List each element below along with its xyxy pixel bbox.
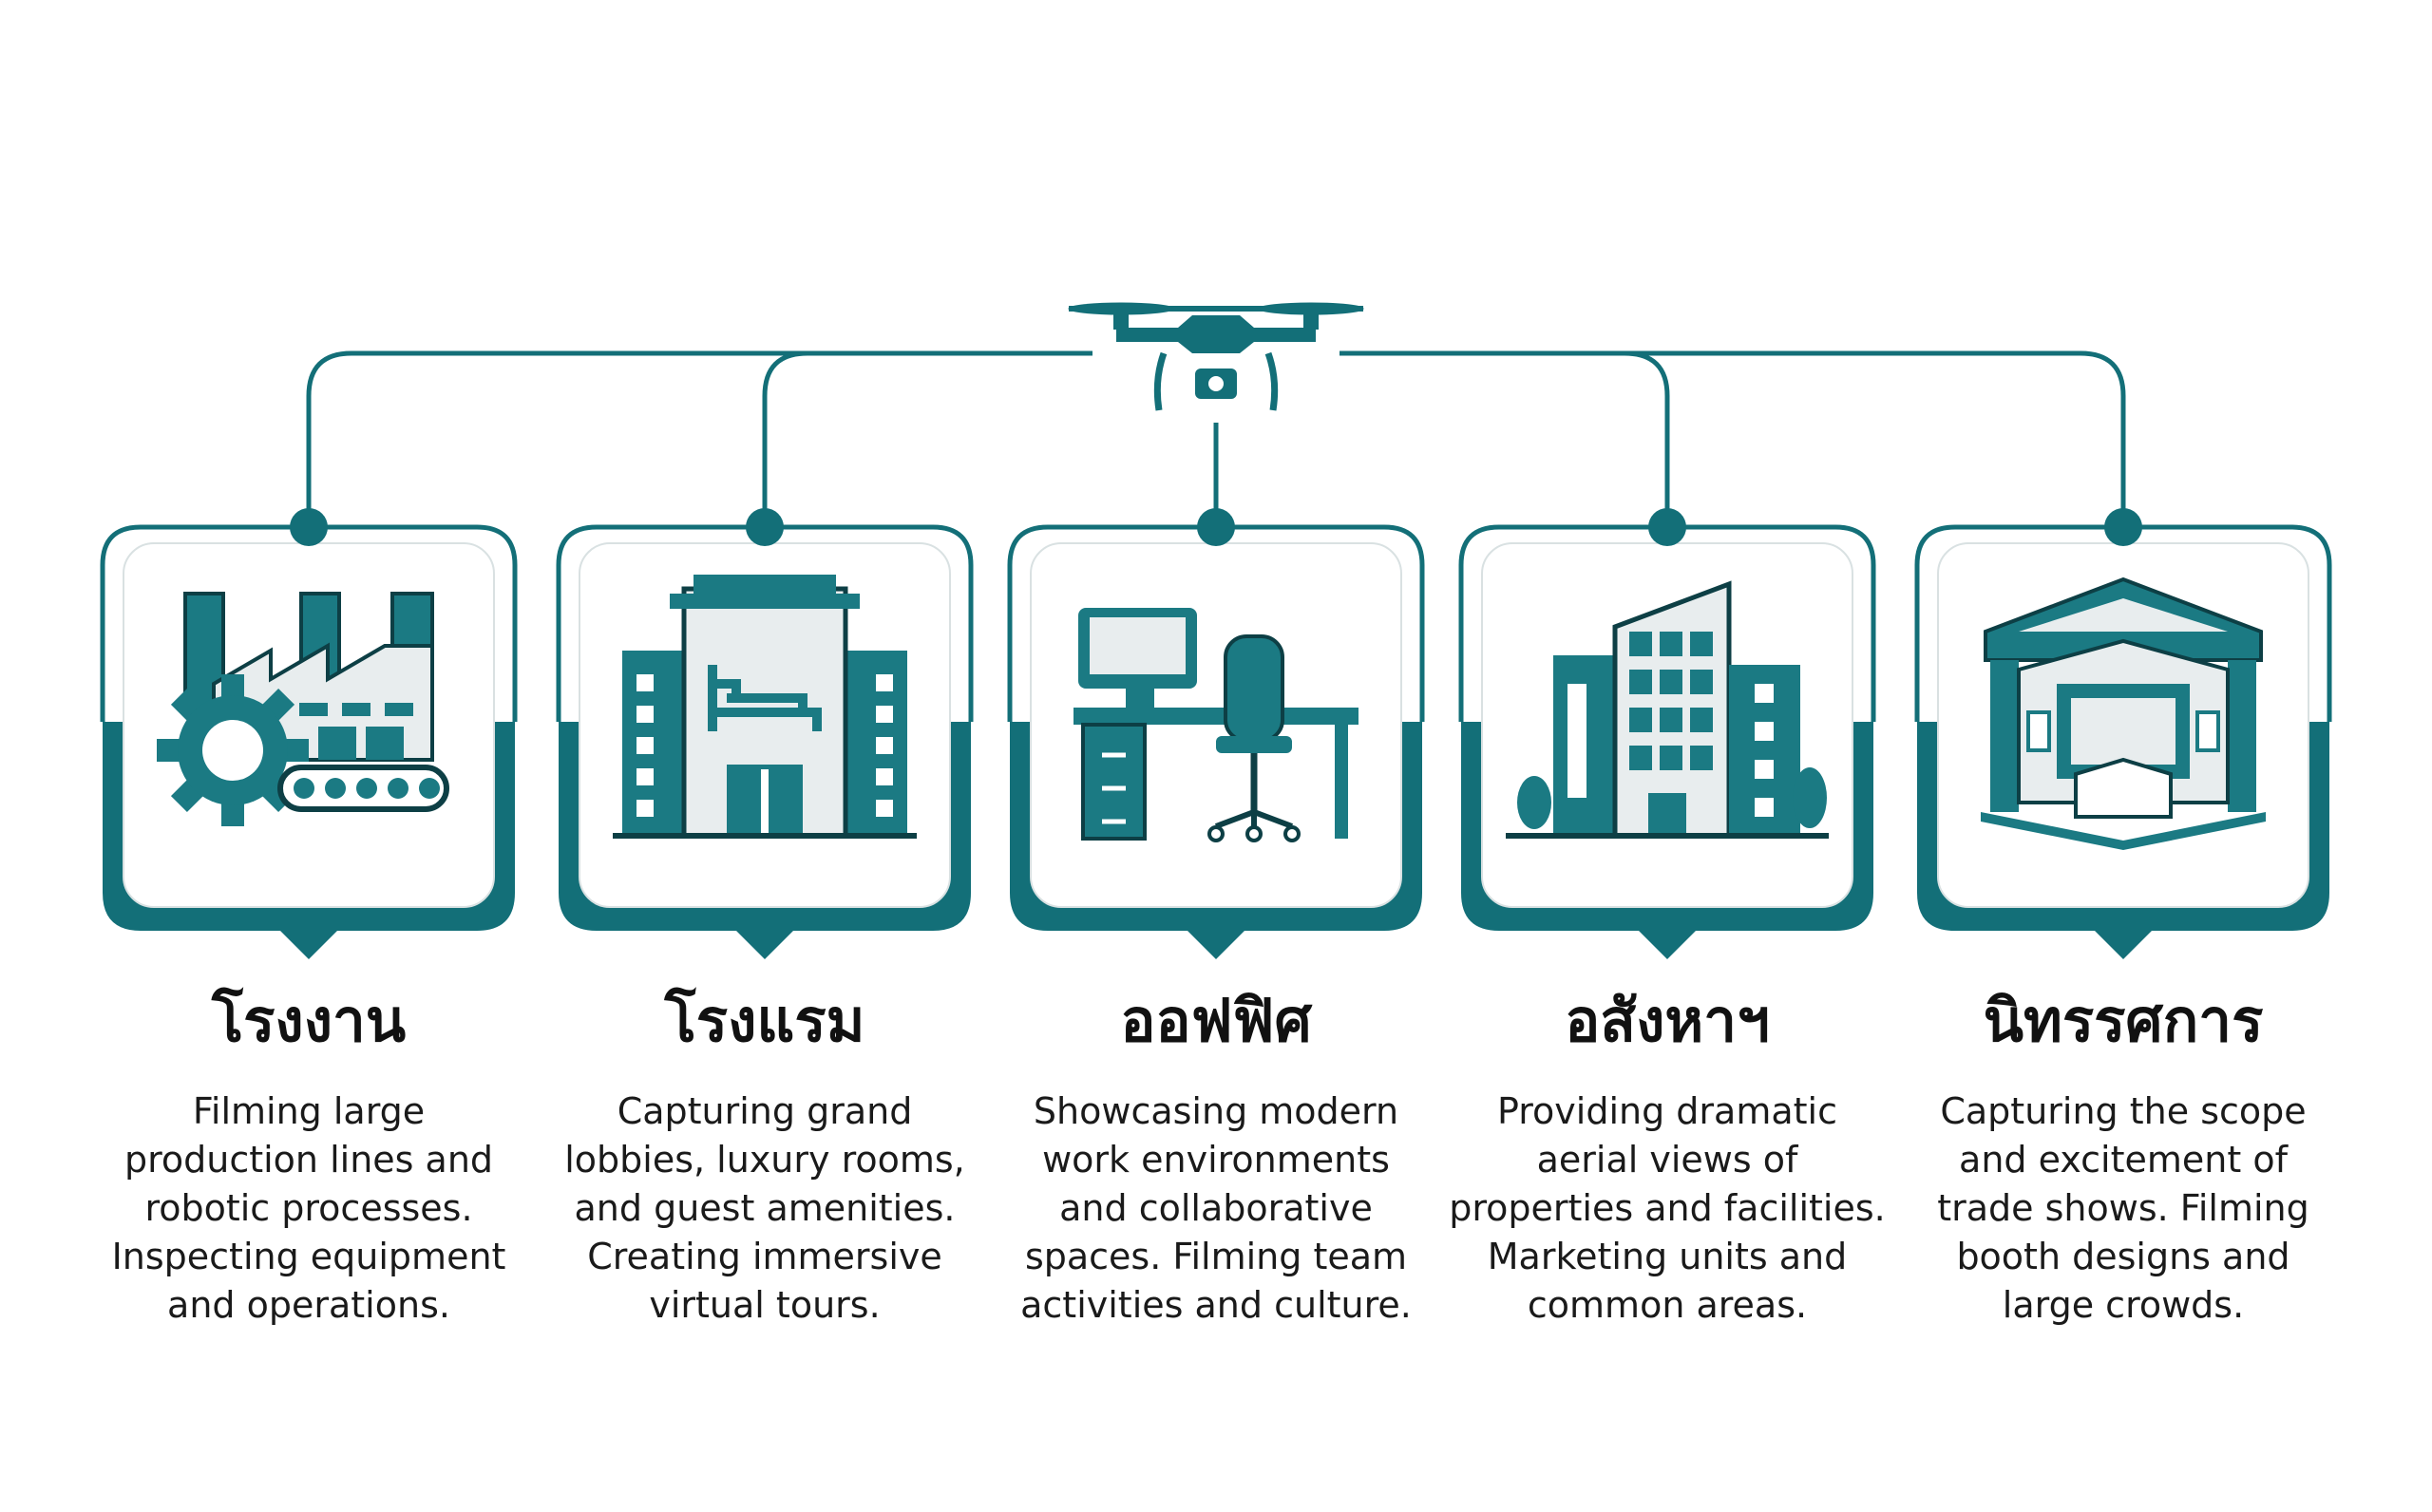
card-title: โรงแรม bbox=[664, 986, 865, 1055]
card-text-3: ออฟฟิศ Showcasing modern work environment… bbox=[993, 983, 1439, 1330]
card-description: Filming large production lines and robot… bbox=[111, 1090, 506, 1326]
card-text-5: นิทรรศการ Capturing the scope and excitem… bbox=[1900, 983, 2346, 1330]
card-title: นิทรรศการ bbox=[1983, 986, 2264, 1055]
connector-line-4 bbox=[1340, 350, 1670, 513]
connector-node bbox=[1197, 508, 1235, 546]
card-text-4: อสังหาฯ Providing dramatic aerial views o… bbox=[1444, 983, 1890, 1330]
connector-line-1 bbox=[306, 350, 1092, 527]
connector-line-5 bbox=[1340, 350, 2126, 527]
hotel-icon bbox=[613, 575, 917, 839]
card-description: Showcasing modern work environments and … bbox=[1020, 1090, 1412, 1326]
connector-node bbox=[2104, 508, 2142, 546]
office-desk-icon bbox=[1074, 608, 1358, 842]
connector-node bbox=[1648, 508, 1686, 546]
card-title: อสังหาฯ bbox=[1565, 986, 1770, 1055]
card-title: ออฟฟิศ bbox=[1120, 986, 1312, 1055]
card-1 bbox=[100, 508, 518, 959]
cards-layer bbox=[100, 508, 2332, 959]
card-4 bbox=[1458, 508, 1876, 959]
card-text-1: โรงงาน Filming large production lines and… bbox=[86, 983, 532, 1330]
card-2 bbox=[556, 508, 974, 959]
exhibition-booth-icon bbox=[1981, 576, 2266, 850]
card-5 bbox=[1914, 508, 2332, 959]
card-description: Providing dramatic aerial views of prope… bbox=[1449, 1090, 1886, 1326]
real-estate-building-icon bbox=[1506, 580, 1829, 839]
connector-node bbox=[290, 508, 328, 546]
connector-lines bbox=[306, 350, 2126, 527]
card-title: โรงงาน bbox=[211, 986, 407, 1055]
card-description: Capturing the scope and excitement of tr… bbox=[1937, 1090, 2309, 1326]
card-description: Capturing grand lobbies, luxury rooms, a… bbox=[564, 1090, 965, 1326]
connector-line-2 bbox=[762, 350, 1092, 513]
card-3 bbox=[1007, 508, 1425, 959]
card-text-2: โรงแรม Capturing grand lobbies, luxury ro… bbox=[542, 983, 988, 1330]
drone-icon bbox=[1068, 302, 1364, 411]
factory-icon bbox=[157, 592, 449, 826]
connector-node bbox=[746, 508, 784, 546]
